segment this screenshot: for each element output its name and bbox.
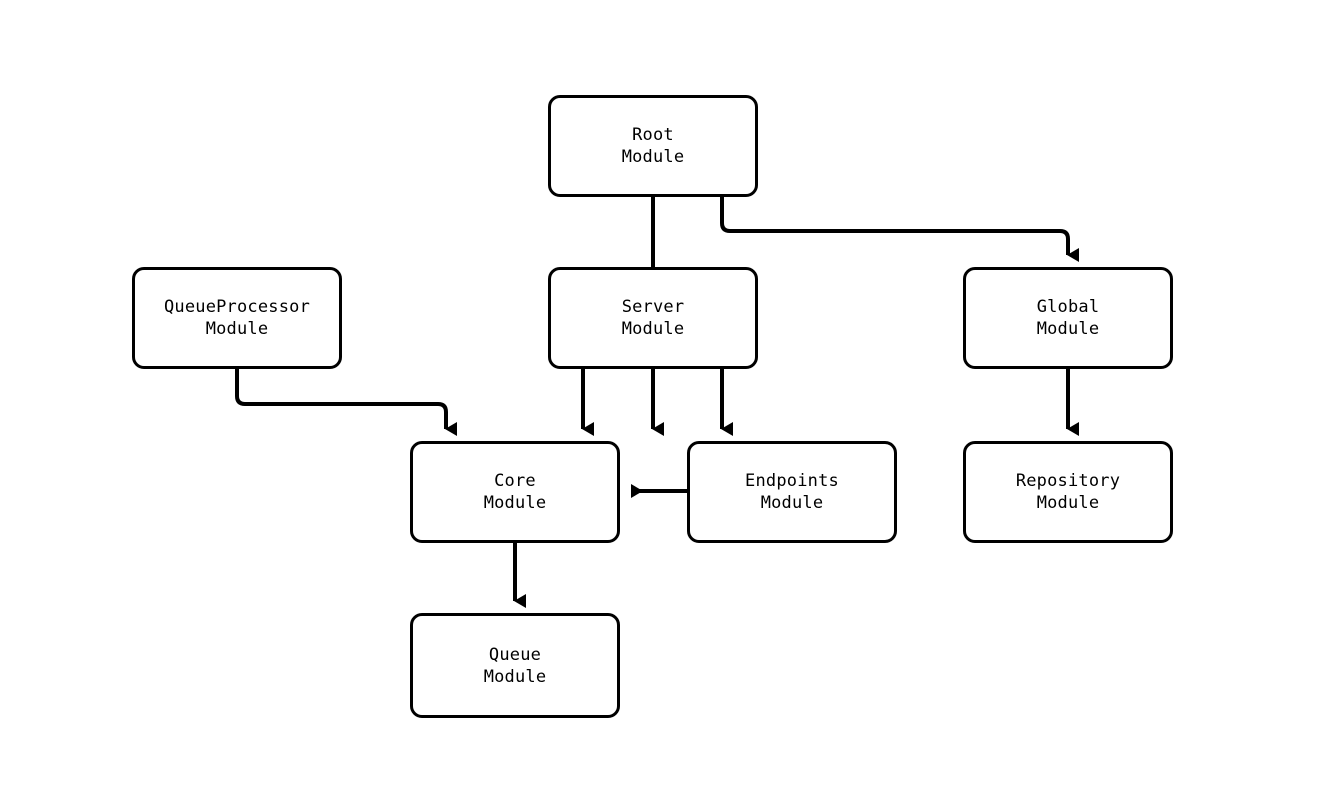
edge-root-to-global: [720, 197, 1079, 262]
node-queueprocessor-module[interactable]: QueueProcessor Module: [132, 267, 342, 369]
node-core-module-label: Core Module: [483, 471, 547, 513]
node-endpoints-module[interactable]: Endpoints Module: [687, 441, 897, 543]
node-global-module-label: Global Module: [1036, 297, 1100, 339]
node-root-module-label: Root Module: [621, 125, 685, 167]
node-repository-module-label: Repository Module: [1015, 471, 1121, 513]
node-server-module[interactable]: Server Module: [548, 267, 758, 369]
node-global-module[interactable]: Global Module: [963, 267, 1173, 369]
node-server-module-label: Server Module: [621, 297, 685, 339]
node-repository-module[interactable]: Repository Module: [963, 441, 1173, 543]
node-queue-module-label: Queue Module: [483, 644, 547, 687]
node-queueprocessor-module-label: QueueProcessor Module: [163, 297, 311, 339]
edge-queueprocessor-to-core: [235, 369, 457, 436]
node-core-module[interactable]: Core Module: [410, 441, 620, 543]
node-root-module[interactable]: Root Module: [548, 95, 758, 197]
node-endpoints-module-label: Endpoints Module: [745, 471, 839, 513]
node-queue-module[interactable]: Queue Module: [410, 613, 620, 718]
